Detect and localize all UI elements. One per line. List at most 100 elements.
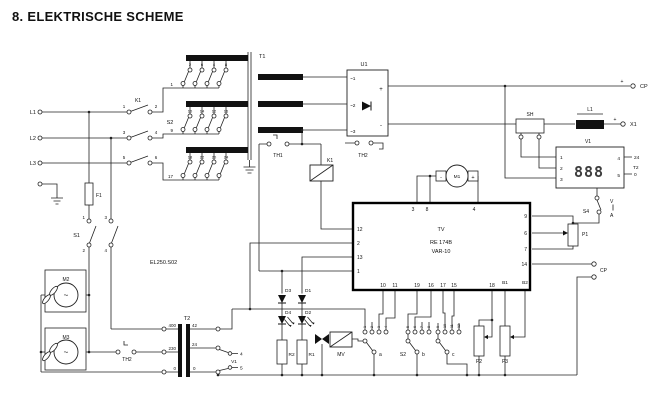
v1-pin3: 3: [560, 177, 563, 183]
x1-plus: +: [614, 117, 617, 123]
sh-shunt-box: [515, 118, 545, 134]
s2-top-label: S2: [167, 120, 174, 126]
board-pin: 1: [357, 269, 360, 275]
m2-propeller-icon: [42, 285, 58, 305]
t1-secondary-bar-1: [258, 74, 303, 80]
r2-label: R2: [289, 352, 295, 358]
t1-common-9: 9: [170, 128, 173, 133]
t2-ref-4: 4: [240, 352, 243, 358]
group-tick: 7: [420, 326, 424, 328]
th2-top-label: TH2: [358, 153, 368, 159]
t2-ref-5: 5: [240, 366, 243, 372]
board-pin: 13: [357, 255, 363, 261]
group-tick: 12: [457, 324, 461, 328]
p2-pot-box: [473, 325, 485, 357]
m1-motor-circle: [445, 164, 469, 188]
t1-label: T1: [259, 54, 265, 60]
p3-pot-box: [499, 325, 511, 357]
mv-valve-icon: [315, 334, 322, 344]
board-model: RE 174B: [430, 240, 452, 246]
l3-contact-6: 6: [155, 155, 158, 160]
board-pin: 3: [412, 207, 415, 213]
board-pin: 8: [426, 207, 429, 213]
group-tick: 3: [377, 326, 381, 328]
t1-tap: 12: [212, 109, 217, 114]
board-pin: 11: [392, 283, 397, 289]
line-l2-label: L2: [30, 136, 36, 142]
p2-label: P2: [476, 359, 482, 365]
cp-top-label: CP: [640, 84, 648, 90]
t2-primary-0: 0: [173, 366, 176, 371]
s1-contact-1: 1: [82, 215, 85, 220]
t1-tap: 16: [224, 109, 229, 114]
group-tick: 2: [370, 326, 374, 328]
t1-tap: 18: [188, 155, 193, 160]
board-pin: 18: [489, 283, 495, 289]
terminals: [37, 67, 636, 375]
t2-secondary-24: 24: [192, 342, 198, 347]
v1-ref-t2: T2: [633, 165, 639, 171]
m2-ac-symbol: ~: [64, 291, 69, 300]
cp-mid-label: CP: [600, 268, 608, 274]
mv-label: MV: [337, 352, 345, 358]
choke-l1-label: L1: [587, 107, 593, 113]
v1-ref-0: 0: [634, 172, 637, 178]
p3-label: P3: [502, 359, 508, 365]
sh-label: SH: [527, 112, 534, 118]
d1-diode-icon: [298, 295, 306, 303]
board-pin: 16: [428, 283, 434, 289]
v1-ref-24: 24: [634, 155, 640, 161]
th1-label: TH1: [273, 153, 283, 159]
u1-in2: ~2: [350, 103, 356, 109]
component-shapes: [42, 55, 625, 377]
control-board-box: [351, 201, 532, 292]
m3-label: M3: [63, 335, 70, 341]
group-b-label: b: [422, 352, 425, 358]
board-name: TV: [437, 227, 444, 233]
board-pin: 14: [521, 262, 527, 268]
t1-tap: 14: [200, 109, 205, 114]
p1-pot-box: [567, 223, 579, 247]
k1-switch-label: K1: [135, 98, 141, 104]
t2-core-bar-2: [186, 324, 190, 377]
board-pin: 17: [440, 283, 446, 289]
s2-bottom-label: S2: [400, 352, 406, 358]
th2-bottom-label: TH2: [122, 357, 132, 363]
u1-in3: ~3: [350, 129, 356, 135]
m3-motor-circle: [53, 339, 79, 365]
group-tick: 10: [443, 324, 447, 328]
board-pin: 19: [414, 283, 420, 289]
board-pin: 2: [357, 241, 360, 247]
l2-contact-4: 4: [155, 130, 158, 135]
board-pin-b2: B2: [522, 280, 528, 286]
m1-label: M1: [454, 174, 461, 180]
l3-contact-5: 5: [123, 155, 126, 160]
m2-motor-circle: [53, 282, 79, 308]
t1-secondary-bar-2: [258, 101, 303, 107]
board-pin: 6: [524, 231, 527, 237]
board-pin: 7: [524, 247, 527, 253]
t1-primary-bar-1: [186, 55, 248, 61]
t1-primary-bar-2: [186, 101, 248, 107]
s1-contact-4: 4: [104, 248, 107, 253]
r1-label: R1: [309, 352, 315, 358]
v1-meter-box: [555, 146, 625, 189]
t1-tap: 6: [201, 62, 204, 67]
f1-label: F1: [96, 193, 102, 199]
drawing-ref-label: EL250.S02: [150, 260, 177, 266]
u1-in1: ~1: [350, 76, 356, 82]
group-tick: 1: [363, 326, 367, 328]
junction-dots: [39, 84, 575, 377]
group-tick: 9: [436, 326, 440, 328]
v1-pin2: 2: [560, 166, 563, 172]
t2-label: T2: [184, 316, 190, 322]
diode-symbol-icon: [362, 101, 371, 111]
d2-label: D2: [305, 310, 311, 316]
m1-minus: -: [440, 175, 442, 181]
s4-a-label: A: [610, 213, 614, 219]
board-pin-b1: B1: [502, 280, 508, 286]
board-variant: VAR-10: [432, 249, 451, 255]
t2-ref-v1: V1: [231, 359, 237, 365]
board-pin: 4: [473, 207, 476, 213]
